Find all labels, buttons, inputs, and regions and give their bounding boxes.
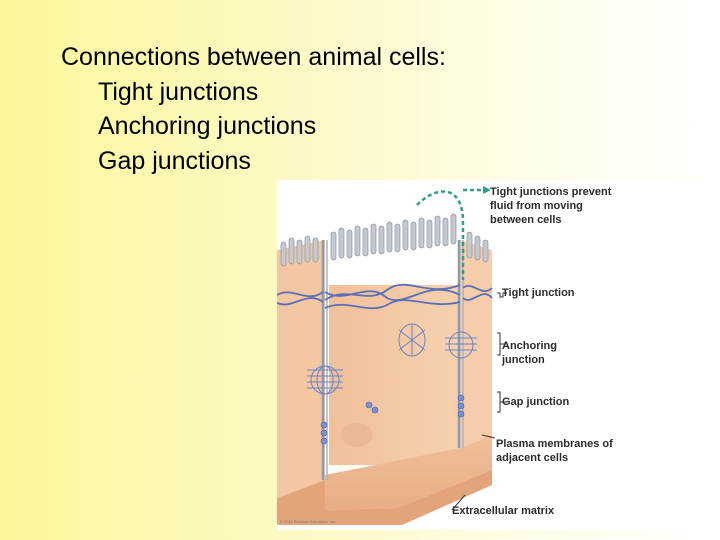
arrow-head-icon [483, 186, 491, 194]
microvilli [280, 213, 489, 267]
extracellular-matrix [277, 470, 492, 525]
bullet-gap-junctions: Gap junctions [98, 146, 251, 175]
label-anchoring-junction: Anchoring junction [502, 340, 557, 366]
label-gap-junction: Gap junction [502, 396, 570, 408]
bullet-anchoring-junctions: Anchoring junctions [98, 112, 317, 140]
cell-junction-figure: Tight junctions prevent fluid from movin… [277, 180, 720, 530]
label-extracellular-matrix: Extracellular matrix [452, 505, 555, 517]
bullet-tight-junctions: Tight junctions [98, 77, 259, 106]
copyright-text: © 2011 Pearson Education, Inc. [280, 519, 337, 524]
cell-floor [325, 435, 492, 510]
left-cell [277, 240, 325, 498]
fluid-arrow [416, 190, 465, 280]
label-tight-junction: Tight junction [502, 287, 575, 299]
leader-lines [451, 292, 507, 511]
cell-nucleus [341, 423, 373, 447]
tight-junction-strands [277, 283, 493, 310]
label-plasma-membranes: Plasma membranes of adjacent cells [496, 438, 613, 464]
gap-junctions [320, 394, 465, 445]
slide-title: Connections between animal cells: [61, 43, 446, 71]
slide-text: Connections between animal cells: Tight … [61, 40, 446, 178]
cell-junction-illustration [277, 186, 507, 525]
anchoring-junctions [307, 323, 477, 395]
label-tight-junction-note: Tight junctions prevent fluid from movin… [490, 186, 612, 226]
